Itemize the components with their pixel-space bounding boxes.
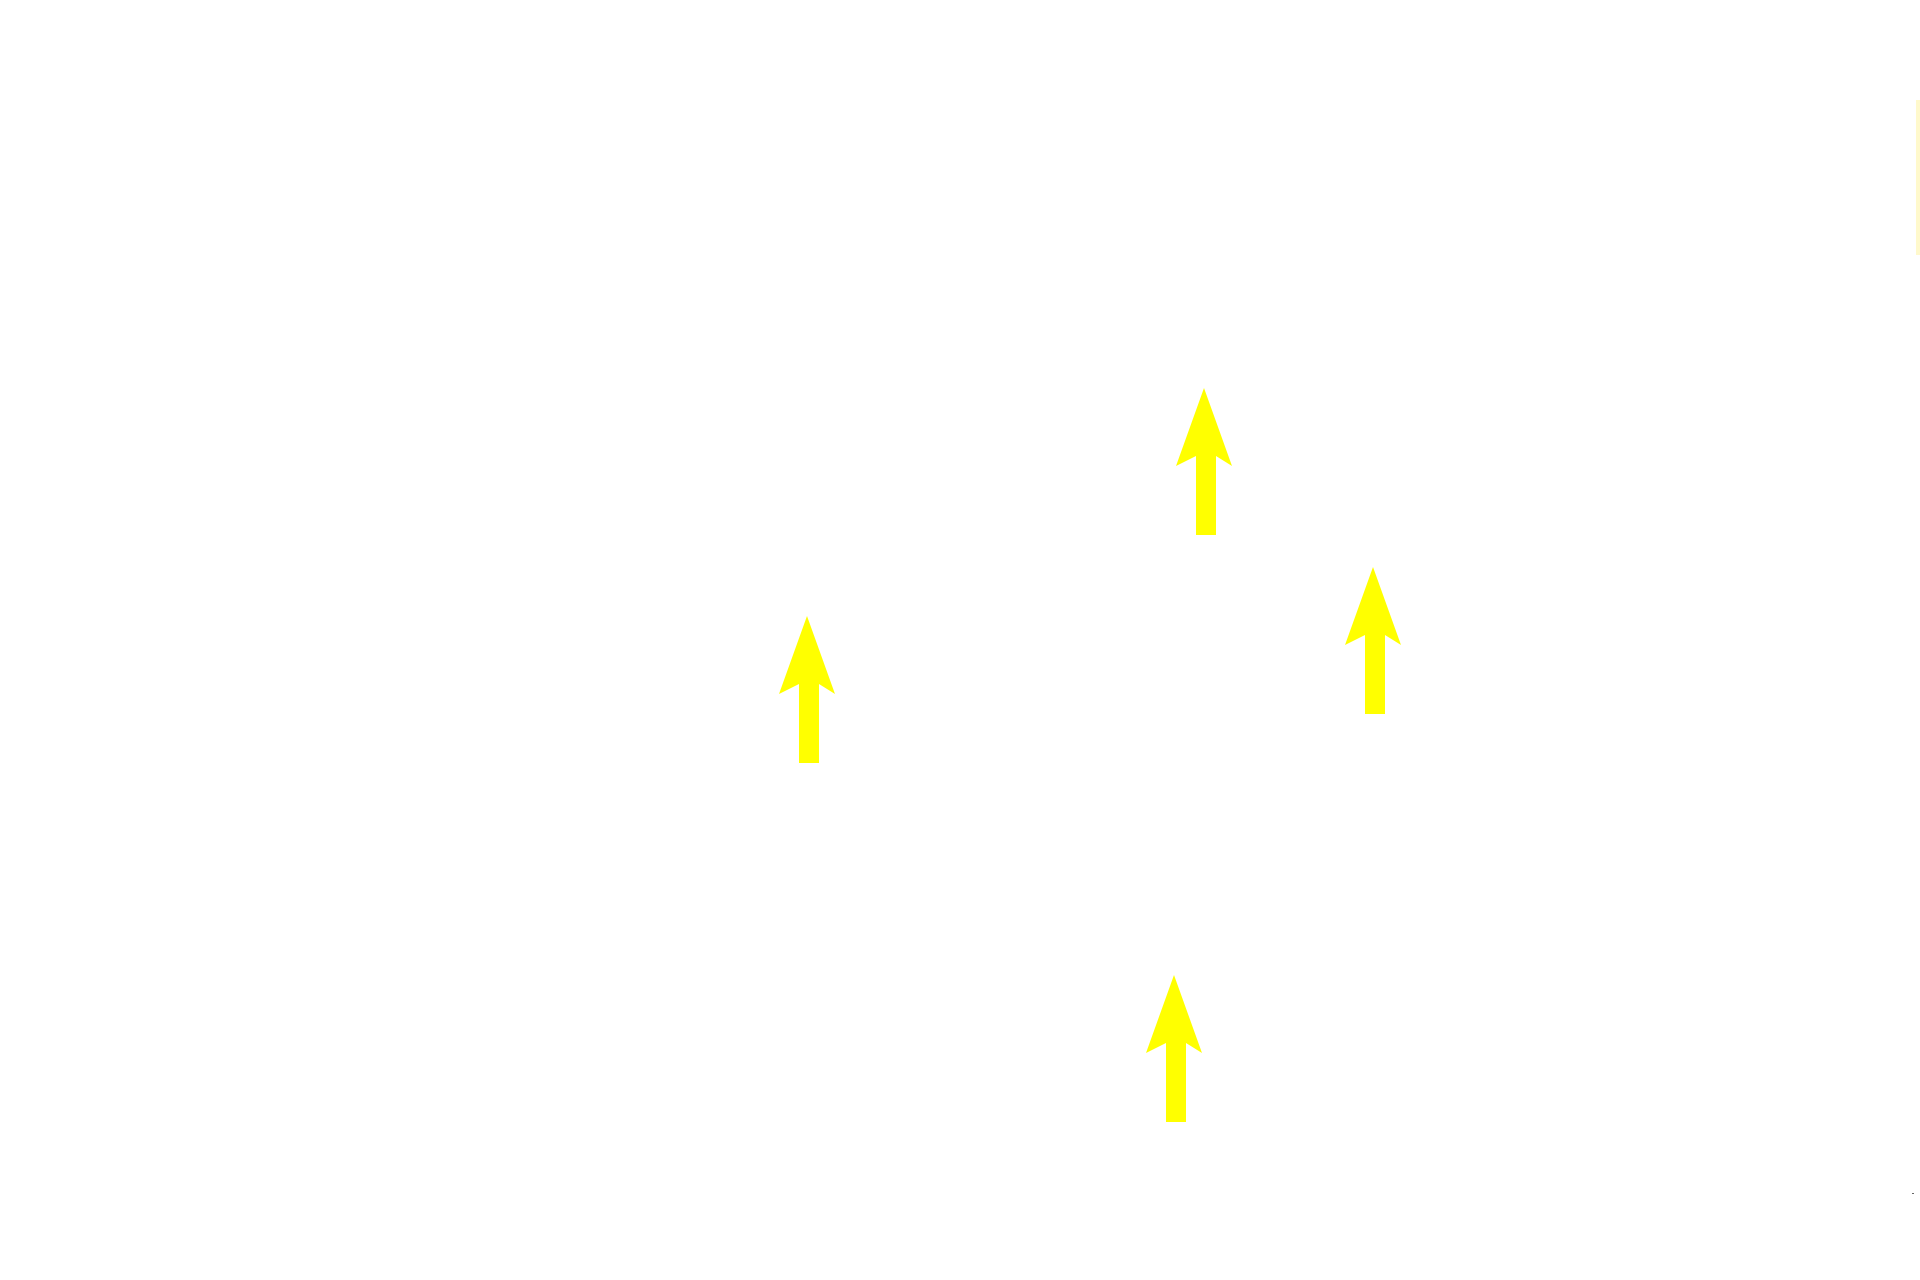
arrow-up-icon-shape [1176, 388, 1232, 535]
arrow-up-icon [1176, 388, 1232, 535]
edge-highlight [1916, 100, 1920, 255]
arrow-up-icon [1146, 975, 1202, 1122]
arrow-up-icon-shape [1345, 567, 1401, 714]
arrow-up-icon-shape [1146, 975, 1202, 1122]
edge-dot [1912, 1193, 1914, 1194]
arrow-up-icon [779, 616, 835, 763]
arrow-up-icon-shape [779, 616, 835, 763]
arrow-up-icon [1345, 567, 1401, 714]
